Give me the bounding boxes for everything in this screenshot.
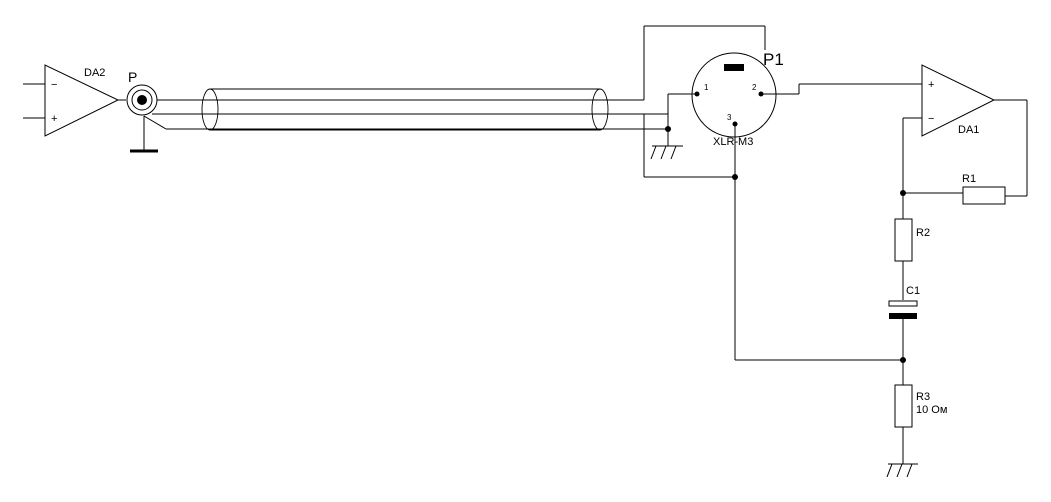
da1-plus-sign: + xyxy=(928,79,934,91)
shielded-cable xyxy=(143,88,668,131)
r3-value: 10 Ом xyxy=(916,404,947,416)
c1-label: C1 xyxy=(906,285,920,297)
jack-label: P xyxy=(128,69,137,85)
xlr-pin-1-label: 1 xyxy=(704,83,709,92)
xlr-key xyxy=(724,64,744,71)
r2-label: R2 xyxy=(916,227,930,239)
op-amp-da2: − + DA2 xyxy=(23,64,120,137)
resistor-r3: R3 10 Ом xyxy=(886,360,947,478)
da2-plus-sign: + xyxy=(51,113,57,125)
resistor-r2: R2 xyxy=(894,193,930,300)
jack-p: P xyxy=(126,69,158,153)
da2-label: DA2 xyxy=(84,67,105,79)
r1-label: R1 xyxy=(962,173,976,185)
xlr-type-label: XLR-M3 xyxy=(713,136,753,148)
capacitor-c1: C1 xyxy=(888,285,920,360)
r3-label: R3 xyxy=(916,391,930,403)
da2-minus-sign: − xyxy=(51,79,57,91)
xlr-pin-3-label: 3 xyxy=(727,113,732,122)
xlr-connector-p1: 1 2 3 P1 XLR-M3 xyxy=(643,25,784,360)
da1-label: DA1 xyxy=(958,124,979,136)
pin2-to-da1-wire xyxy=(761,83,922,95)
da1-minus-sign: − xyxy=(928,113,934,125)
xlr-ref-label: P1 xyxy=(763,50,784,69)
op-amp-da1: + − DA1 xyxy=(902,64,1028,196)
xlr-pin-2-label: 2 xyxy=(752,83,757,92)
resistor-r1: R1 xyxy=(900,173,1027,205)
